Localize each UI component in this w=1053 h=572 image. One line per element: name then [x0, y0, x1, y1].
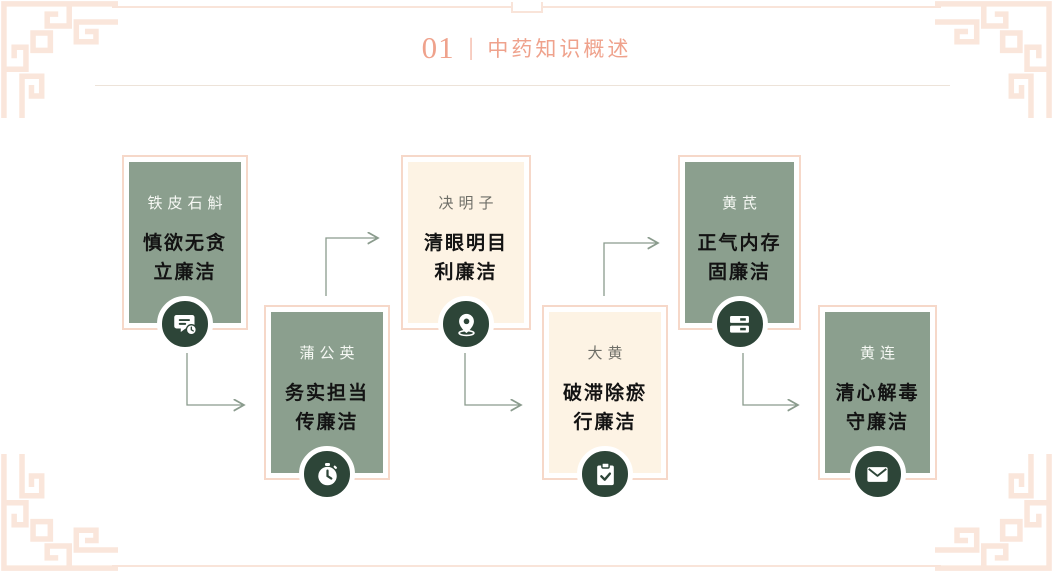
- herb-motto-line1: 清心解毒: [835, 383, 920, 404]
- flow-arrow-5: [742, 353, 798, 405]
- corner-ornament-bottom-left: [1, 454, 118, 571]
- herb-name: 铁皮石斛: [147, 195, 228, 212]
- herb-card-juemingzi: 决明子 清眼明目 利廉洁: [401, 155, 531, 352]
- corner-ornament-bottom-right: [935, 454, 1052, 571]
- herb-card-huanglian: 黄连 清心解毒 守廉洁: [818, 305, 937, 502]
- corner-ornament-top-right: [935, 1, 1052, 118]
- herb-motto-line1: 正气内存: [697, 233, 782, 254]
- location-pin-icon: [438, 296, 494, 352]
- herb-card-tiepishihu: 铁皮石斛 慎欲无贪 立廉洁: [122, 155, 248, 352]
- header-separator: |: [468, 34, 474, 61]
- page-title: 中药知识概述: [487, 37, 632, 61]
- herb-name: 大黄: [587, 345, 628, 362]
- flow-arrow-1: [186, 353, 244, 405]
- herb-card-huangqi: 黄芪 正气内存 固廉洁: [678, 155, 801, 352]
- flow-arrow-4: [603, 243, 658, 296]
- herb-motto-line1: 务实担当: [284, 383, 369, 404]
- envelope-icon: [849, 446, 906, 502]
- server-stack-icon: [711, 296, 768, 352]
- herb-card-pugongying: 蒲公英 务实担当 传廉洁: [264, 305, 390, 502]
- herb-motto-line2: 立廉洁: [153, 262, 217, 284]
- herb-name: 决明子: [438, 195, 499, 212]
- herb-motto-line2: 利廉洁: [434, 262, 498, 284]
- herb-motto-line1: 破滞除瘀: [562, 383, 647, 404]
- herb-card-dahuang: 大黄 破滞除瘀 行廉洁: [542, 305, 668, 502]
- section-number: 01: [421, 30, 455, 65]
- herb-motto-line1: 清眼明目: [423, 233, 508, 254]
- herb-name: 蒲公英: [299, 345, 360, 362]
- chat-clock-icon: [157, 296, 213, 352]
- herb-motto-line2: 守廉洁: [845, 412, 909, 434]
- herb-motto-line2: 传廉洁: [295, 412, 359, 434]
- corner-ornament-top-left: [1, 1, 118, 118]
- herb-motto-line1: 慎欲无贪: [142, 233, 227, 254]
- frame-line-bottom: [112, 565, 941, 567]
- stopwatch-icon: [299, 446, 355, 502]
- frame-notch-top-center: [510, 2, 543, 13]
- herb-name: 黄芪: [721, 195, 762, 212]
- header-divider-line: [95, 85, 950, 86]
- flow-arrow-3: [464, 353, 521, 405]
- flow-arrow-2: [325, 238, 378, 296]
- herb-motto-line2: 固廉洁: [707, 262, 771, 284]
- clipboard-check-icon: [577, 446, 633, 502]
- herb-motto-line2: 行廉洁: [573, 412, 637, 434]
- herb-name: 黄连: [859, 345, 900, 362]
- section-header: 01 | 中药知识概述: [0, 30, 1053, 66]
